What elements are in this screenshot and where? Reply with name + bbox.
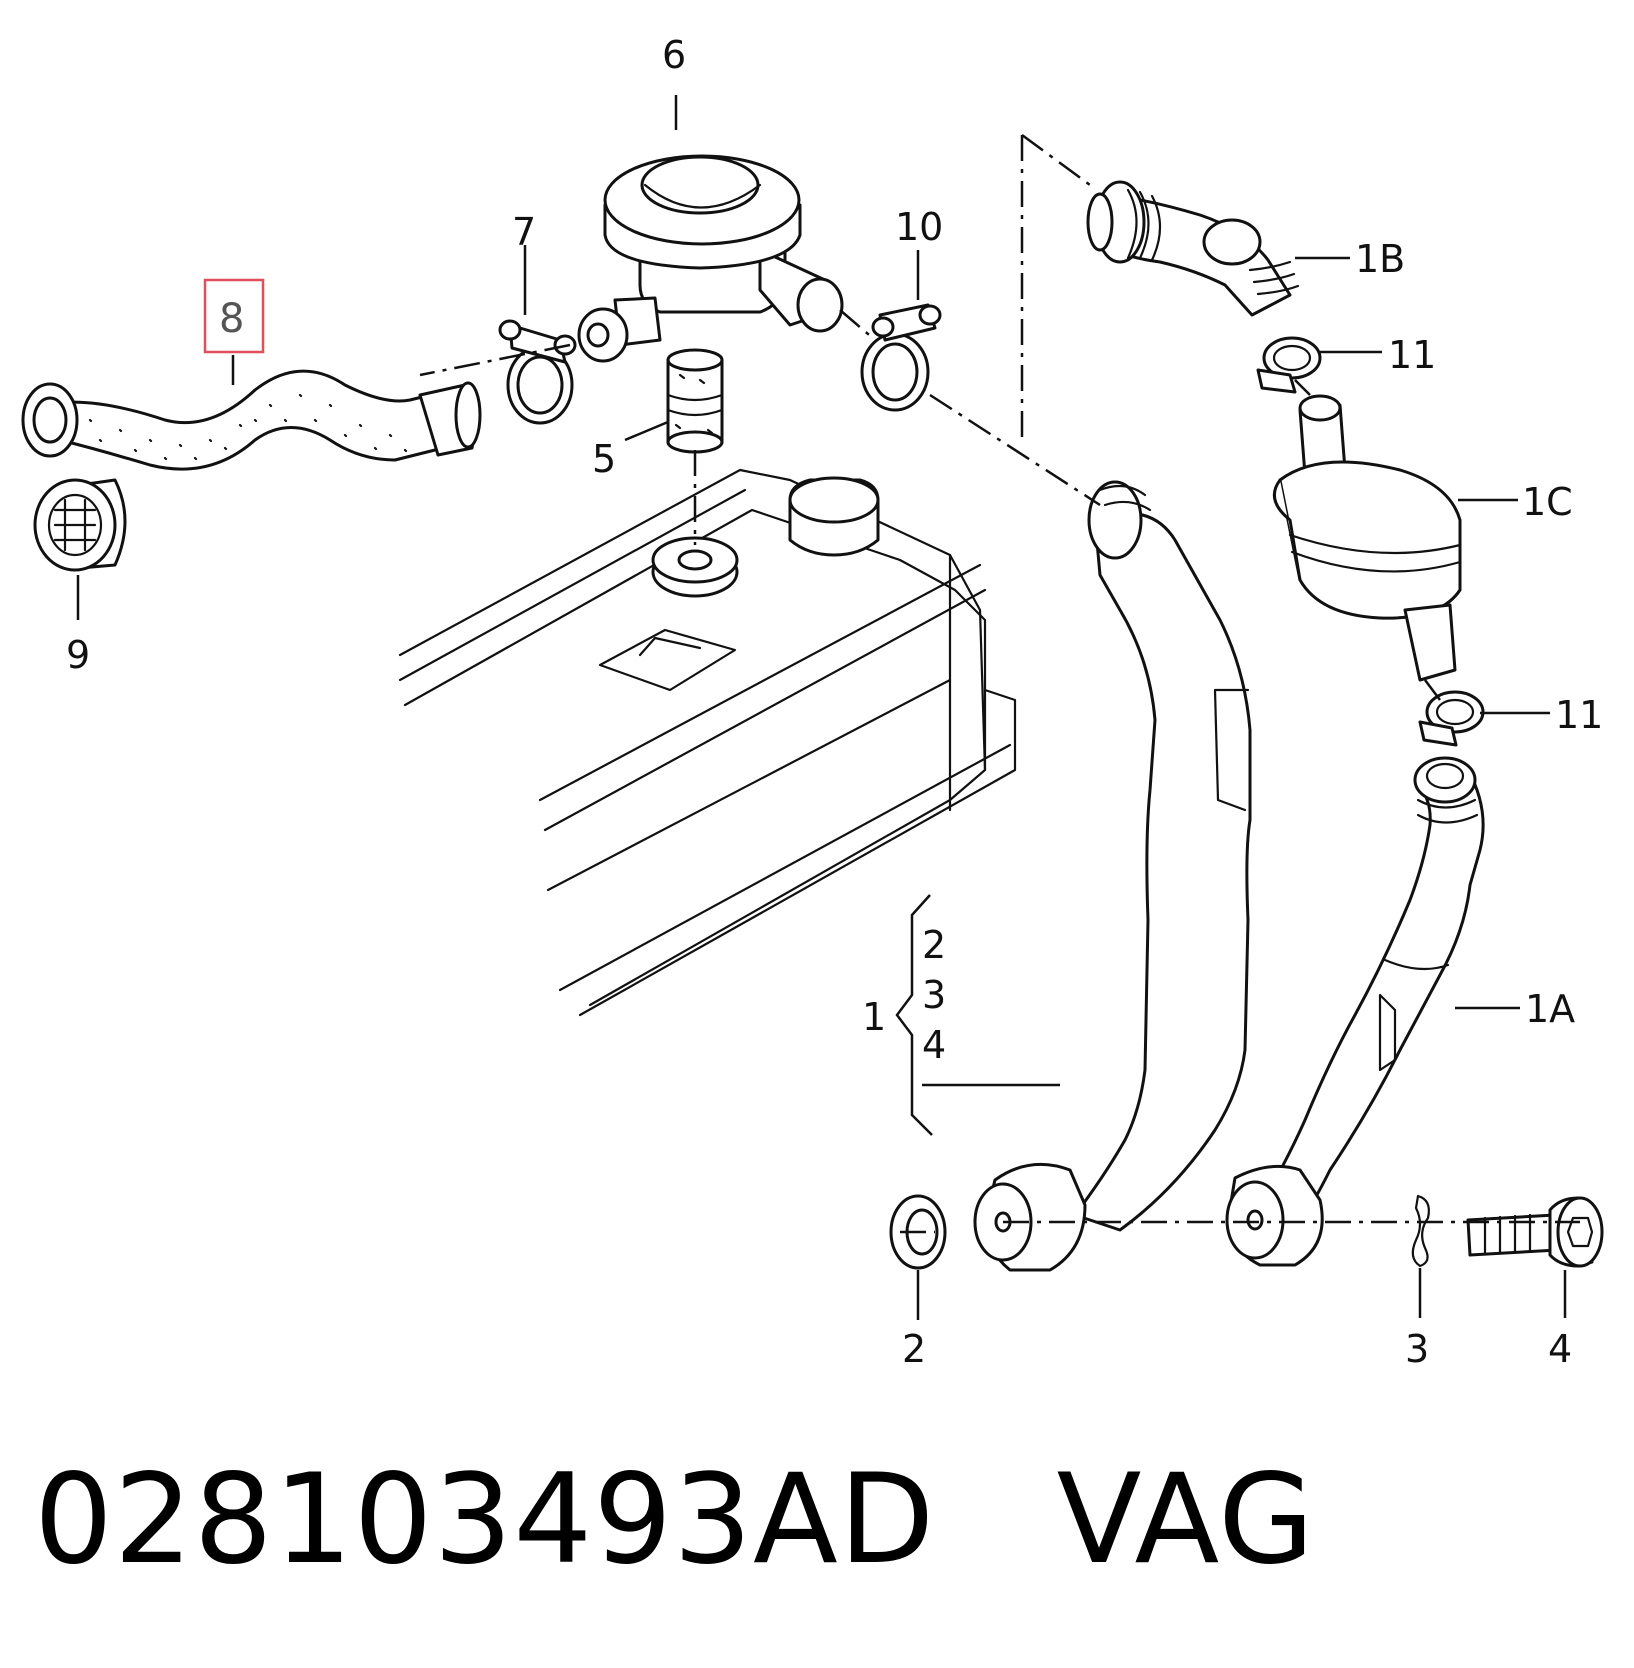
part-number: 028103493AD: [34, 1448, 936, 1592]
grommet-drawing: [666, 348, 724, 454]
callout-brace-4: 4: [922, 1023, 946, 1067]
callout-6: 6: [662, 33, 686, 77]
callout-brace-3: 3: [922, 973, 946, 1017]
washer-3-drawing: [1411, 1194, 1430, 1268]
hose-1a-drawing: [1225, 756, 1485, 1267]
callout-2: 2: [902, 1327, 926, 1371]
assembly-lines: [419, 133, 1580, 1234]
callout-8: 8: [219, 296, 244, 342]
callout-9: 9: [66, 633, 90, 677]
callout-brace-2: 2: [922, 923, 946, 967]
part-caption: 028103493AD VAG: [34, 1458, 1315, 1582]
brand-name: VAG: [1056, 1448, 1316, 1592]
callout-5: 5: [592, 437, 616, 481]
callout-1c: 1C: [1522, 480, 1573, 524]
callout-11-upper: 11: [1388, 333, 1436, 377]
clamp-7-drawing: [498, 319, 577, 425]
clamp-11a-drawing: [1256, 336, 1322, 394]
callout-1a: 1A: [1525, 987, 1575, 1031]
callout-1b: 1B: [1355, 237, 1405, 281]
callout-7: 7: [512, 210, 536, 254]
clamp-11b-drawing: [1418, 690, 1485, 747]
clamp-10-drawing: [860, 303, 942, 412]
highlight-box: [203, 278, 265, 354]
callout-10: 10: [895, 205, 943, 249]
bolt-4-drawing: [1466, 1196, 1604, 1268]
callout-3: 3: [1405, 1327, 1429, 1371]
pcv-valve-drawing: [577, 154, 844, 363]
breather-hose-drawing: [21, 369, 482, 471]
callout-4: 4: [1548, 1327, 1572, 1371]
hose-1-drawing: [973, 480, 1252, 1272]
separator-1c-drawing: [1272, 394, 1462, 682]
hose-1b-drawing: [1086, 180, 1300, 317]
plug-drawing: [33, 478, 127, 572]
callout-11-lower: 11: [1555, 693, 1603, 737]
leader-lines: [76, 95, 1567, 1320]
valve-cover-drawing: [398, 468, 1017, 1017]
callout-1: 1: [862, 995, 886, 1039]
